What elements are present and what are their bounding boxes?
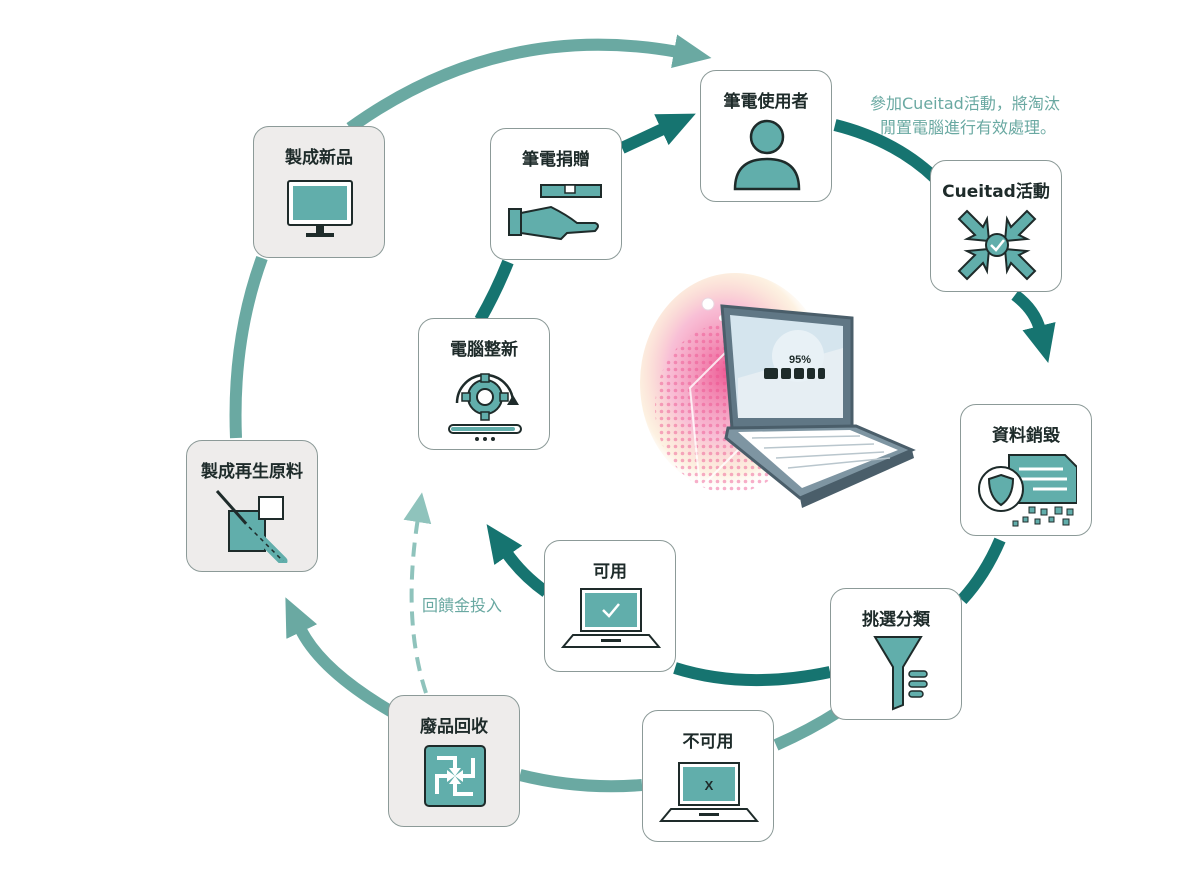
node-not-usable: 不可用 X (642, 710, 774, 842)
node-donation: 筆電捐贈 (490, 128, 622, 260)
node-label: 不可用 (682, 732, 734, 752)
arrow-sorting-to-usable (673, 662, 832, 687)
rebate-note: 回饋金投入 (422, 596, 503, 615)
center-laptop-illustration: 95% (640, 273, 916, 508)
hand-giving-laptop-icon (508, 184, 602, 241)
arrow-usable-to-refurbish (486, 524, 550, 597)
arrow-rebate-dashed (403, 492, 432, 694)
node-label: 資料銷毀 (992, 426, 1060, 446)
cueitad-note-line-2: 閒置電腦進行有效處理。 (880, 118, 1057, 137)
progress-percent-text: 95% (789, 354, 811, 366)
node-sorting: 挑選分類 (830, 588, 962, 720)
screwdriver-material-icon (215, 490, 288, 563)
laptop-x-icon: X (659, 762, 759, 822)
node-label: 筆電使用者 (723, 92, 809, 112)
node-label: 電腦整新 (450, 340, 518, 360)
x-mark: X (705, 778, 714, 793)
node-refurbish: 電腦整新 (418, 318, 550, 450)
converge-arrows-check-icon (957, 209, 1037, 281)
node-recycled-material: 製成再生原料 (186, 440, 318, 572)
node-new-product: 製成新品 (253, 126, 385, 258)
node-laptop-user: 筆電使用者 (700, 70, 832, 202)
gear-refresh-progress-icon (448, 373, 522, 441)
monitor-icon (287, 180, 353, 237)
node-label: 製成再生原料 (201, 462, 303, 482)
progress-blocks (764, 368, 825, 379)
arrow-destruction-to-sorting (957, 537, 1006, 605)
person-icon (733, 119, 801, 191)
funnel-icon (873, 636, 928, 711)
arrow-new-product-to-user (346, 34, 712, 133)
arrow-user-to-event (833, 119, 940, 183)
arrow-donation-to-user (619, 113, 696, 154)
arrow-refurbish-to-donation (474, 259, 514, 323)
node-label: 筆電捐贈 (522, 150, 590, 170)
arrow-event-to-destruction (1011, 290, 1056, 363)
node-label: Cueitad活動 (942, 182, 1050, 202)
node-usable: 可用 (544, 540, 676, 672)
arrow-sorting-to-not-usable (773, 706, 842, 751)
document-shield-shred-icon (978, 454, 1077, 527)
node-label: 廢品回收 (420, 717, 488, 737)
node-label: 挑選分類 (862, 610, 930, 630)
node-waste-recycling: 廢品回收 (388, 695, 520, 827)
recycle-icon (424, 745, 486, 807)
arrow-not-usable-to-recycling (518, 769, 643, 793)
arrow-material-to-new-product (229, 255, 268, 439)
node-data-destruction: 資料銷毀 (960, 404, 1092, 536)
node-cueitad-event: Cueitad活動 (930, 160, 1062, 292)
laptop-check-icon (561, 588, 661, 648)
arrow-recycling-to-material (285, 597, 396, 718)
node-label: 製成新品 (285, 148, 353, 168)
cueitad-note-line-1: 參加Cueitad活動，將淘汰 (870, 94, 1060, 113)
node-label: 可用 (593, 562, 627, 582)
